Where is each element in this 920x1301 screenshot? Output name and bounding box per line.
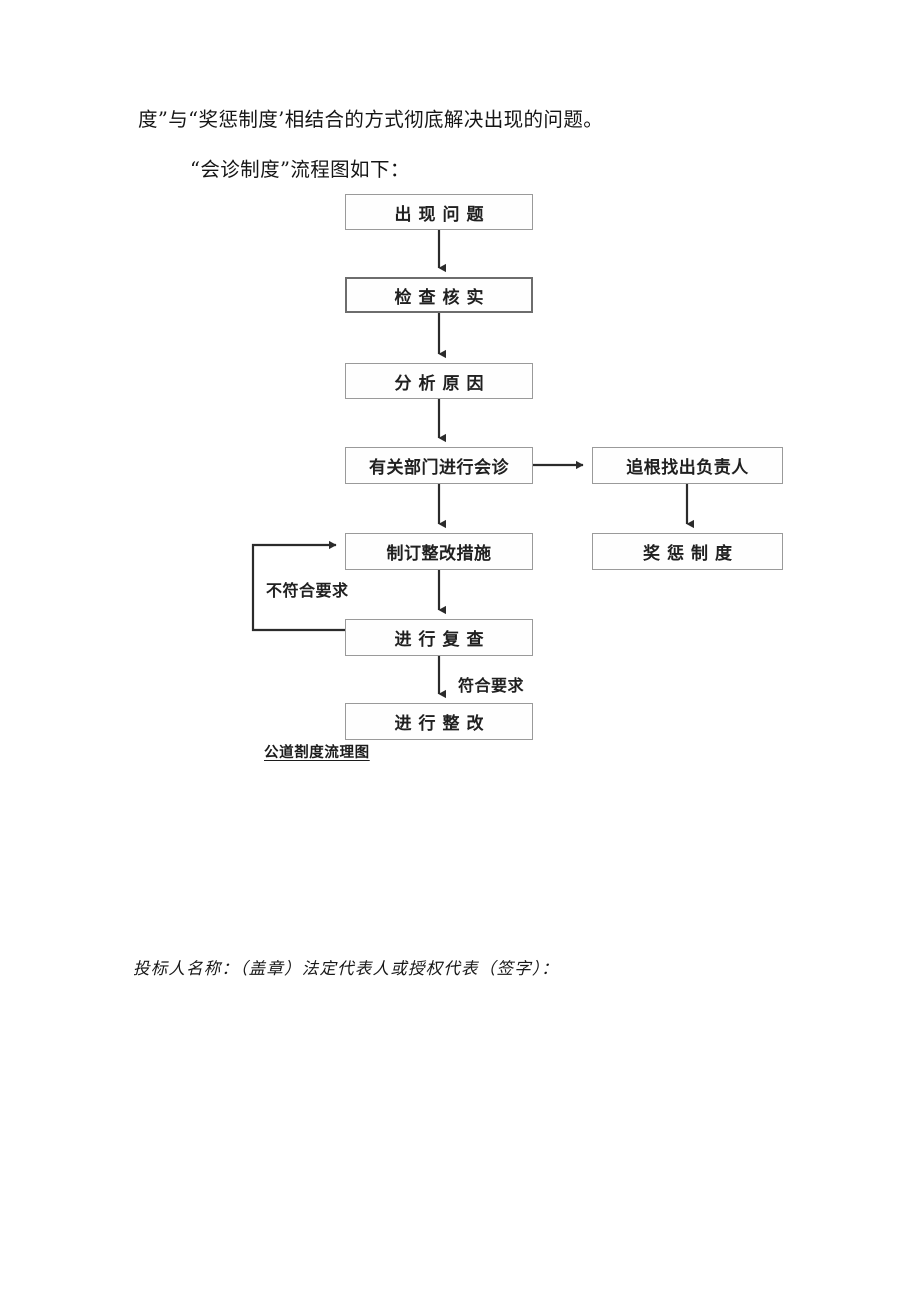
flow-node-verify-label: 检查核实 [394,287,491,308]
figure-caption: 公道剳度流理图 [264,744,370,761]
flowchart-connectors [251,230,694,699]
flow-node-recheck-label: 进行复查 [394,630,491,650]
flow-node-trace-label: 追根找出负责人 [626,458,749,478]
edge-label-qualified: 符合要求 [458,676,525,695]
edge-label-not-qualified: 不符合要求 [266,581,349,600]
flow-node-verify: 检查核实 [345,277,533,313]
connector-recheck-back-to-measures [251,540,345,632]
flow-node-reward: 奖惩制度 [592,533,783,570]
flow-node-analyze-label: 分析原因 [394,373,491,394]
flow-node-problem: 出现问题 [345,194,533,230]
flow-node-consult-label: 有关部门进行会诊 [369,458,509,478]
flow-node-measures-label: 制订整改措施 [386,544,492,564]
flow-node-consult: 有关部门进行会诊 [345,447,533,484]
signature-line: 投标人名称：（盖章）法定代表人或授权代表（签字）： [133,959,559,978]
paragraph-intro: 度”与“奖惩制度’相结合的方式彻底解决出现的问题。 [138,108,604,131]
flow-node-recheck: 进行复查 [345,619,533,656]
flow-node-problem-label: 出现问题 [394,204,491,225]
flow-node-rectify: 进行整改 [345,703,533,740]
paragraph-lead-in: “会诊制度”流程图如下： [190,158,410,181]
flow-node-reward-label: 奖惩制度 [643,544,739,564]
flow-node-rectify-label: 进行整改 [394,714,491,734]
flowchart-diagram: 出现问题 检查核实 分析原因 有关部门进行会诊 制订整改措施 进行复查 进行整改… [251,194,783,761]
flow-node-analyze: 分析原因 [345,363,533,399]
flow-node-trace: 追根找出负责人 [592,447,783,484]
flow-node-measures: 制订整改措施 [345,533,533,570]
